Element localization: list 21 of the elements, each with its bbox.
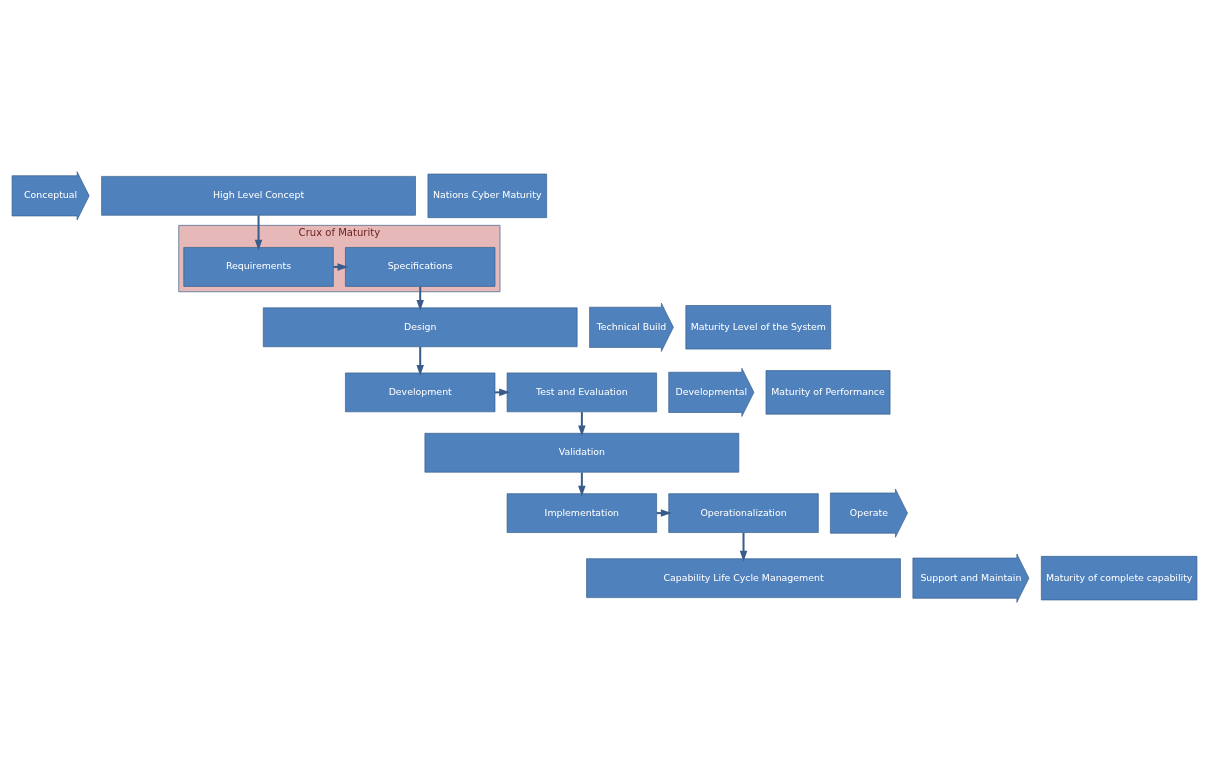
- node-box: Capability Life Cycle Management: [586, 558, 901, 598]
- node-box: Nations Cyber Maturity: [427, 173, 547, 218]
- arrow: [578, 412, 586, 437]
- node-box: Implementation: [506, 493, 657, 533]
- arrow: [254, 215, 263, 251]
- arrow: [333, 263, 349, 271]
- node-box: Test and Evaluation: [506, 372, 657, 413]
- arrow: [416, 346, 424, 376]
- node-box: Maturity Level of the System: [685, 305, 832, 350]
- node-box: Maturity of Performance: [765, 370, 891, 415]
- node-box: High Level Concept: [101, 176, 416, 216]
- node-box: Operationalization: [668, 493, 819, 533]
- node-box: Requirements: [183, 247, 334, 287]
- arrow: [578, 472, 586, 497]
- node-box: Specifications: [345, 247, 496, 287]
- node-box: Design: [262, 307, 578, 348]
- node-box: Development: [345, 372, 496, 413]
- node-box: Validation: [424, 432, 740, 473]
- arrow: [739, 532, 748, 562]
- node-box: Maturity of complete capability: [1041, 556, 1198, 601]
- arrow: [416, 286, 424, 311]
